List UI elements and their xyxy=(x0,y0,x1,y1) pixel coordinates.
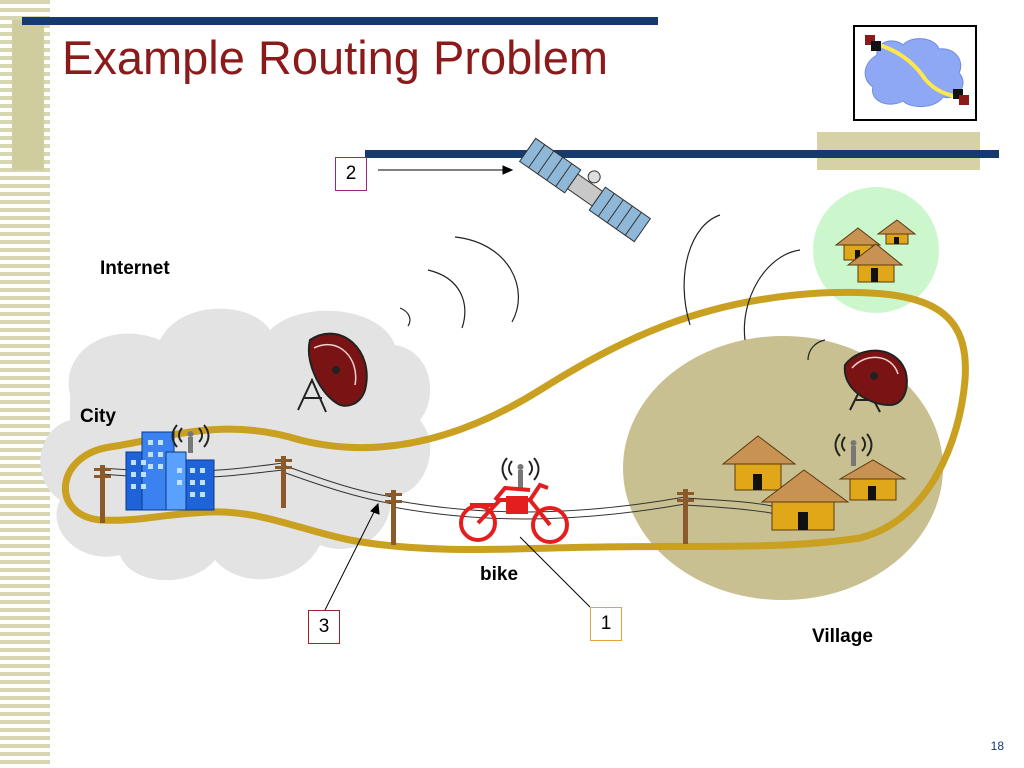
satellite-icon xyxy=(518,137,652,243)
page-number: 18 xyxy=(990,739,1004,753)
motorcycle-icon xyxy=(459,482,569,544)
radio-waves xyxy=(399,214,826,361)
satellite-dish-icon xyxy=(297,332,368,413)
internet-label: Internet xyxy=(100,258,170,279)
utility-pole-icon xyxy=(385,490,402,545)
hut-icon xyxy=(838,459,907,501)
antenna-icon xyxy=(501,457,540,488)
title-accent-bar xyxy=(22,17,658,25)
satellite-dish-icon xyxy=(843,349,908,413)
hut-icon xyxy=(876,219,917,245)
hut-icon xyxy=(760,469,850,531)
utility-pole-icon xyxy=(275,456,292,508)
route-loop xyxy=(61,288,969,553)
hut-icon xyxy=(846,243,904,283)
city-label: City xyxy=(80,406,116,427)
village-label: Village xyxy=(812,626,873,647)
antenna-icon xyxy=(834,433,873,466)
network-cloud-logo-icon xyxy=(853,25,977,121)
callout-box-2: 2 xyxy=(335,157,367,191)
utility-pole-icon xyxy=(677,489,694,544)
hut-icon xyxy=(721,435,797,491)
callout-box-3: 3 xyxy=(308,610,340,644)
slide-title: Example Routing Problem xyxy=(62,31,608,84)
utility-pole-icon xyxy=(94,465,111,523)
left-accent-block xyxy=(12,20,44,170)
header-divider-bar xyxy=(365,150,999,158)
callout-connectors xyxy=(324,165,591,611)
callout-box-1: 1 xyxy=(590,607,622,641)
bike-label: bike xyxy=(480,564,519,585)
city-building-icon xyxy=(125,431,215,511)
antenna-icon xyxy=(171,424,210,453)
